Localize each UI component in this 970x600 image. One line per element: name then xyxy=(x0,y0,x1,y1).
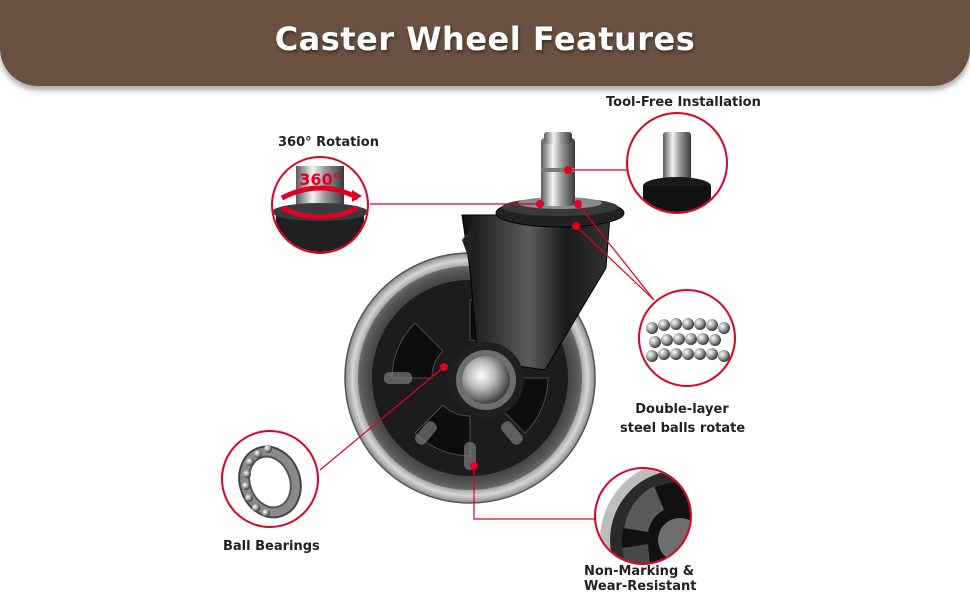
feature-label-line: Double-layer xyxy=(635,402,729,417)
header-banner: Caster Wheel Features xyxy=(0,0,970,86)
feature-label-line: Non-Marking & xyxy=(584,564,695,579)
feature-label-line: Wear-Resistant xyxy=(584,579,697,594)
feature-label-steel-balls: Double-layer steel balls rotate xyxy=(620,400,746,438)
bearings-callout xyxy=(221,430,319,528)
tool-free-callout xyxy=(626,112,728,214)
non-marking-callout xyxy=(594,467,692,565)
feature-label-tool-free: Tool-Free Installation xyxy=(606,93,761,112)
caster-wheel-image xyxy=(344,132,625,504)
callout-dots xyxy=(440,166,582,470)
rotation-callout: 360° xyxy=(271,156,369,254)
feature-label-bearings: Ball Bearings xyxy=(223,537,320,556)
steel-balls-callout xyxy=(638,289,736,387)
feature-label-line: Tool-Free Installation xyxy=(606,95,761,110)
feature-label-rotation: 360° Rotation xyxy=(278,133,379,152)
feature-label-line: Ball Bearings xyxy=(223,539,320,554)
feature-label-non-marking: Non-Marking & Wear-Resistant xyxy=(584,564,697,594)
feature-label-line: steel balls rotate xyxy=(620,421,746,436)
callout-lines xyxy=(319,169,655,520)
page-title: Caster Wheel Features xyxy=(274,20,696,58)
rotation-badge-text: 360° xyxy=(299,170,340,189)
feature-label-line: 360° Rotation xyxy=(278,135,379,150)
